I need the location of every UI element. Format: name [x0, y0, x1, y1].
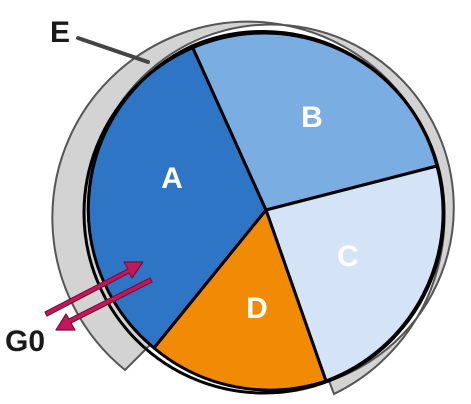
segment-d-label: D [246, 292, 268, 325]
segment-a-label: A [161, 162, 183, 195]
segment-c-label: C [337, 240, 359, 273]
g0-arrows [44, 261, 153, 331]
arrow-into-g0 [44, 261, 144, 317]
segment-d [152, 208, 328, 392]
callout-e-line [76, 36, 150, 64]
arrow-out-of-g0 [55, 277, 153, 331]
callout-e-label: E [50, 16, 70, 49]
segment-b-label: B [301, 101, 323, 134]
ring-e [51, 20, 455, 396]
circle-outline [82, 31, 446, 395]
callout-g0-label: G0 [5, 325, 45, 358]
